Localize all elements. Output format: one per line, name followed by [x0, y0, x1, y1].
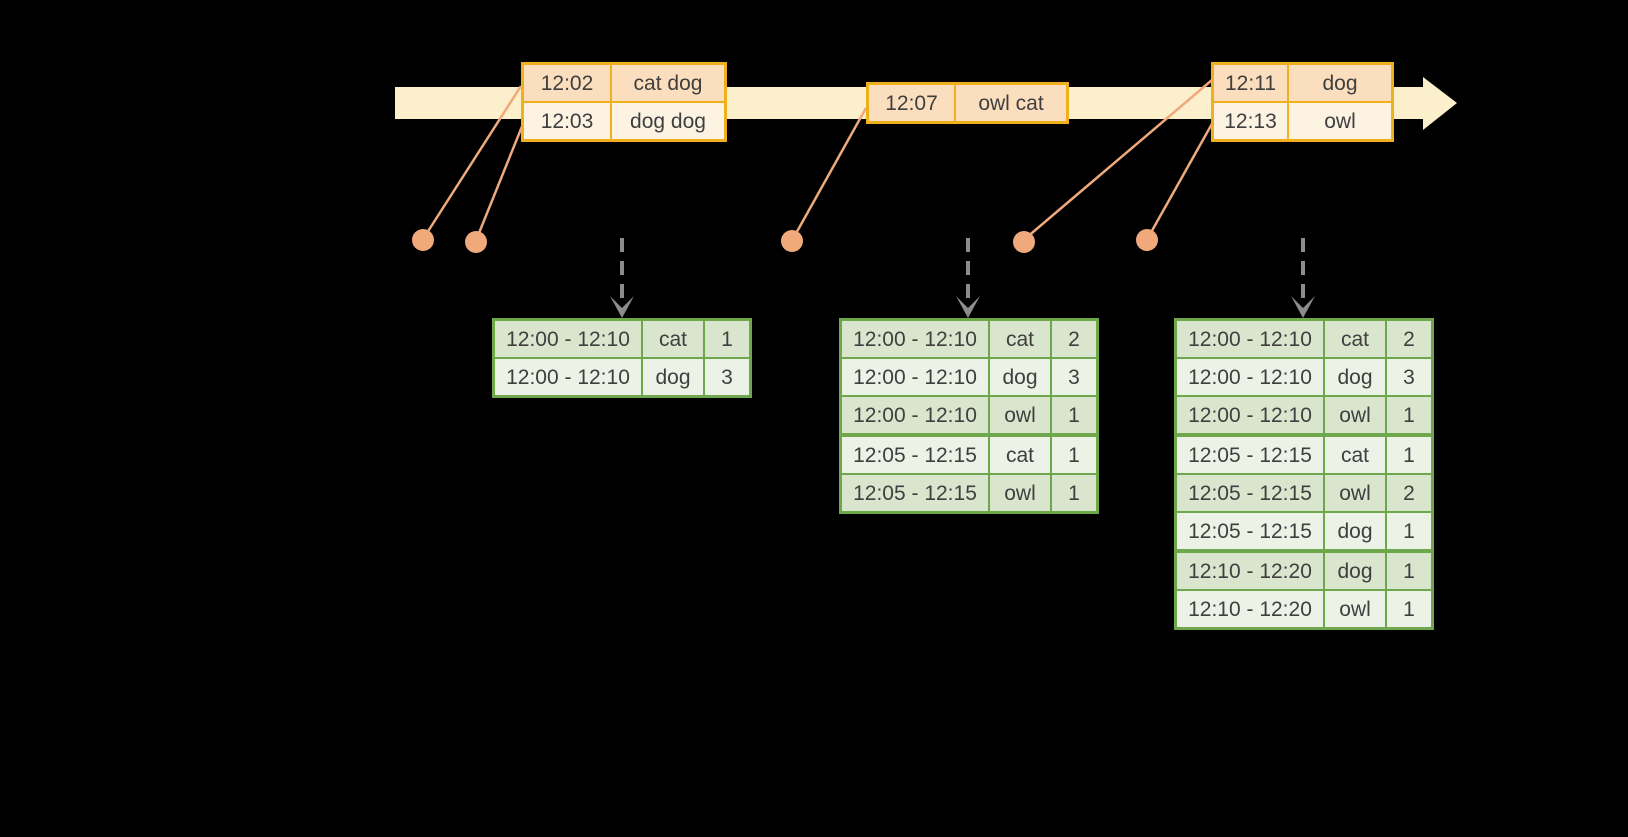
- trigger-arrows: [620, 238, 1305, 298]
- event-time: 12:13: [1214, 103, 1287, 139]
- word-cell: dog: [1325, 359, 1385, 395]
- event-table-1: 12:02 cat dog 12:03 dog dog: [521, 62, 727, 142]
- connector-line-2: [475, 123, 525, 239]
- word-cell: owl: [990, 475, 1050, 511]
- word-cell: dog: [643, 359, 703, 395]
- count-cell: 1: [1052, 437, 1096, 473]
- window-cell: 12:00 - 12:10: [1177, 359, 1323, 395]
- window-cell: 12:05 - 12:15: [1177, 475, 1323, 511]
- event-words: cat dog: [612, 65, 724, 101]
- event-dots: [412, 229, 1158, 253]
- event-table-3: 12:11 dog 12:13 owl: [1211, 62, 1394, 142]
- trigger-arrowhead-1: [610, 296, 634, 318]
- word-cell: cat: [1325, 321, 1385, 357]
- count-cell: 2: [1387, 475, 1431, 511]
- window-cell: 12:00 - 12:10: [842, 397, 988, 433]
- window-cell: 12:00 - 12:10: [495, 359, 641, 395]
- event-time: 12:03: [524, 103, 610, 139]
- window-group: 12:00 - 12:10 cat 2 12:00 - 12:10 dog 3 …: [1177, 321, 1431, 433]
- event-dot-3: [781, 230, 803, 252]
- trigger-arrowhead-2: [956, 296, 980, 318]
- window-cell: 12:05 - 12:15: [842, 475, 988, 511]
- count-cell: 2: [1052, 321, 1096, 357]
- window-cell: 12:05 - 12:15: [1177, 437, 1323, 473]
- count-cell: 1: [1052, 397, 1096, 433]
- event-words: owl: [1289, 103, 1391, 139]
- window-cell: 12:00 - 12:10: [842, 321, 988, 357]
- connector-line-5: [1147, 121, 1215, 237]
- count-cell: 1: [705, 321, 749, 357]
- word-cell: dog: [1325, 513, 1385, 549]
- window-cell: 12:05 - 12:15: [1177, 513, 1323, 549]
- window-cell: 12:00 - 12:10: [842, 359, 988, 395]
- window-cell: 12:00 - 12:10: [495, 321, 641, 357]
- window-cell: 12:00 - 12:10: [1177, 397, 1323, 433]
- word-cell: dog: [1325, 553, 1385, 589]
- event-connector-lines: [423, 79, 1215, 239]
- window-cell: 12:10 - 12:20: [1177, 553, 1323, 589]
- count-cell: 1: [1387, 591, 1431, 627]
- connector-line-1: [423, 85, 523, 237]
- event-dot-2: [465, 231, 487, 253]
- connector-line-4: [1025, 79, 1213, 239]
- count-cell: 3: [1387, 359, 1431, 395]
- event-dot-5: [1136, 229, 1158, 251]
- word-cell: cat: [643, 321, 703, 357]
- count-cell: 3: [1052, 359, 1096, 395]
- result-table-3: 12:00 - 12:10 cat 2 12:00 - 12:10 dog 3 …: [1174, 318, 1434, 630]
- result-table-1: 12:00 - 12:10 cat 1 12:00 - 12:10 dog 3: [492, 318, 752, 398]
- trigger-arrowheads: [610, 296, 1315, 318]
- word-cell: owl: [1325, 397, 1385, 433]
- count-cell: 1: [1387, 397, 1431, 433]
- window-group: 12:10 - 12:20 dog 1 12:10 - 12:20 owl 1: [1177, 553, 1431, 627]
- word-cell: owl: [990, 397, 1050, 433]
- event-dot-4: [1013, 231, 1035, 253]
- word-cell: dog: [990, 359, 1050, 395]
- word-cell: cat: [990, 321, 1050, 357]
- count-cell: 1: [1052, 475, 1096, 511]
- event-time: 12:11: [1214, 65, 1287, 101]
- trigger-arrowhead-3: [1291, 296, 1315, 318]
- event-dot-1: [412, 229, 434, 251]
- event-words: owl cat: [956, 85, 1066, 121]
- word-cell: owl: [1325, 591, 1385, 627]
- window-cell: 12:00 - 12:10: [1177, 321, 1323, 357]
- count-cell: 2: [1387, 321, 1431, 357]
- window-group: 12:00 - 12:10 cat 2 12:00 - 12:10 dog 3 …: [842, 321, 1096, 433]
- window-cell: 12:05 - 12:15: [842, 437, 988, 473]
- window-group: 12:05 - 12:15 cat 1 12:05 - 12:15 owl 1: [842, 437, 1096, 511]
- count-cell: 1: [1387, 513, 1431, 549]
- count-cell: 3: [705, 359, 749, 395]
- result-table-2: 12:00 - 12:10 cat 2 12:00 - 12:10 dog 3 …: [839, 318, 1099, 514]
- window-group: 12:00 - 12:10 cat 1 12:00 - 12:10 dog 3: [495, 321, 749, 395]
- window-cell: 12:10 - 12:20: [1177, 591, 1323, 627]
- count-cell: 1: [1387, 553, 1431, 589]
- count-cell: 1: [1387, 437, 1431, 473]
- connector-line-3: [792, 107, 868, 238]
- word-cell: cat: [1325, 437, 1385, 473]
- event-table-2: 12:07 owl cat: [866, 82, 1069, 124]
- event-time: 12:02: [524, 65, 610, 101]
- window-group: 12:05 - 12:15 cat 1 12:05 - 12:15 owl 2 …: [1177, 437, 1431, 549]
- word-cell: cat: [990, 437, 1050, 473]
- event-words: dog: [1289, 65, 1391, 101]
- word-cell: owl: [1325, 475, 1385, 511]
- event-words: dog dog: [612, 103, 724, 139]
- event-time: 12:07: [869, 85, 954, 121]
